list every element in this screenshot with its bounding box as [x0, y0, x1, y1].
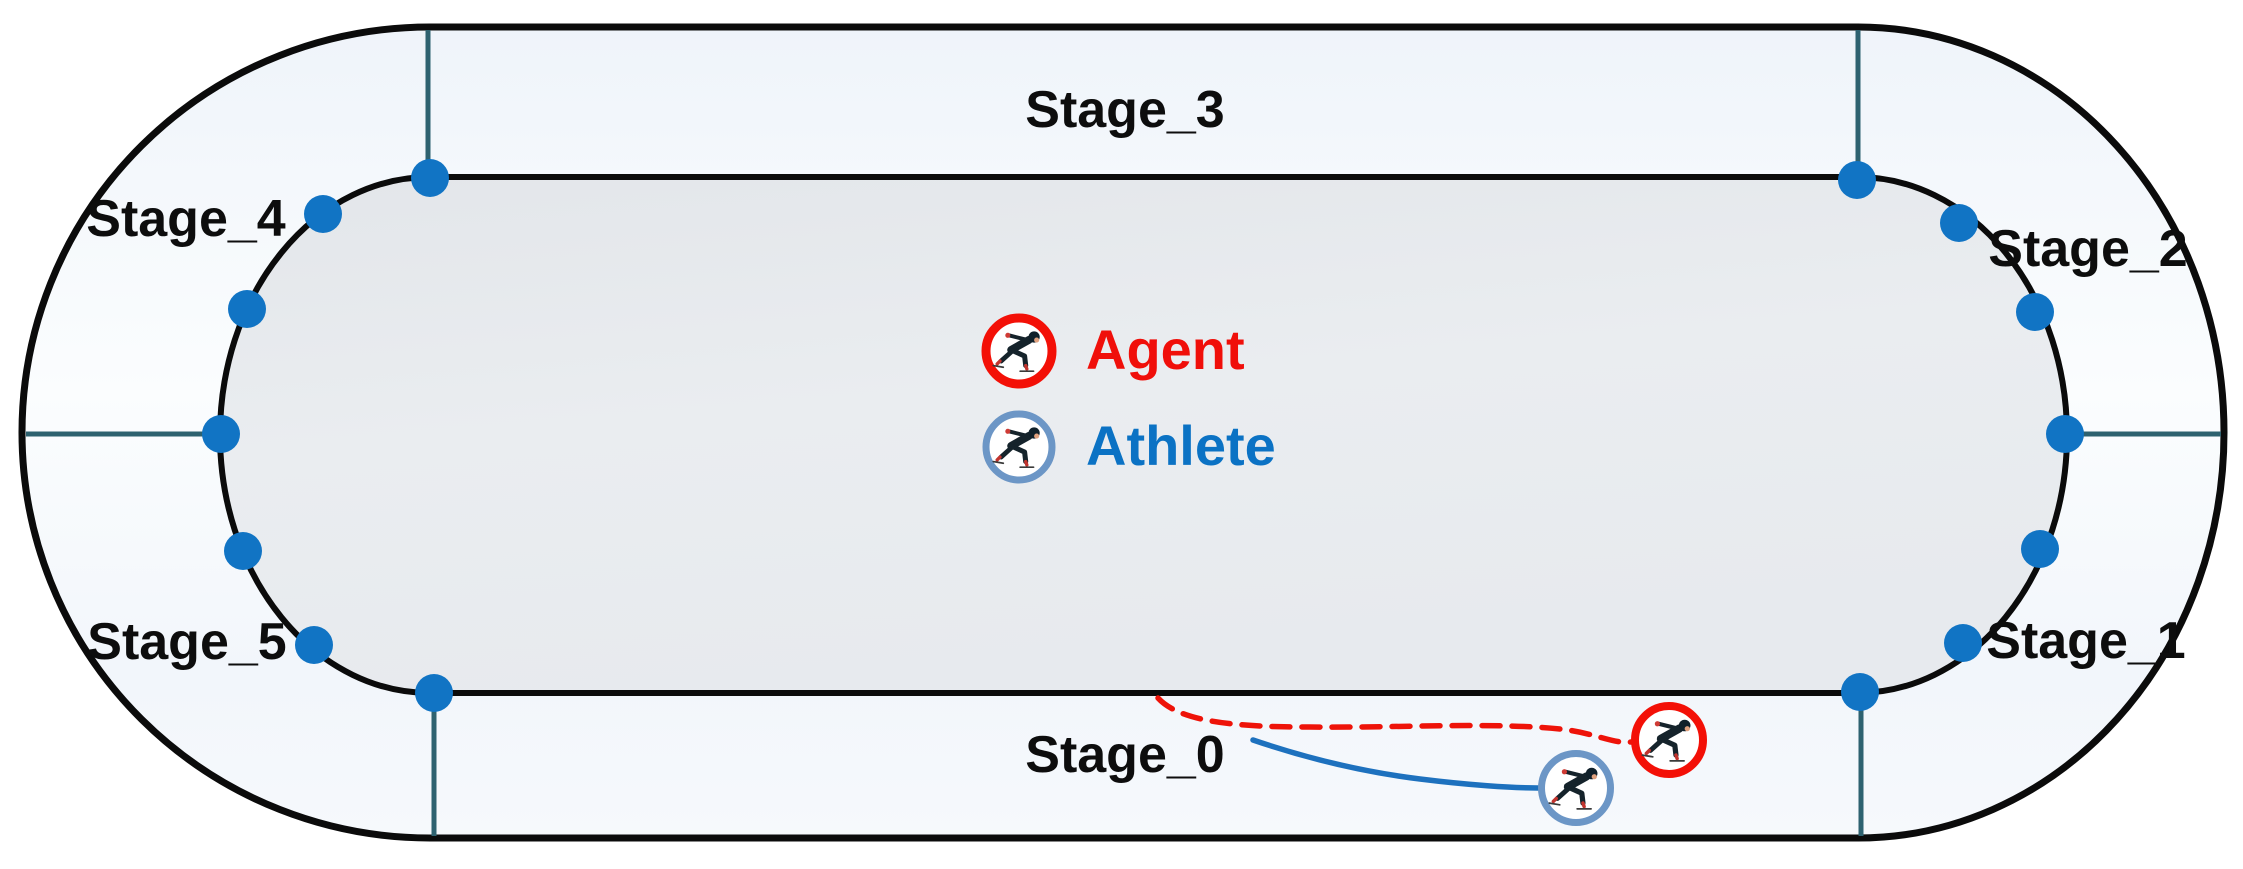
checkpoint-dot [411, 159, 449, 197]
checkpoint-dot [228, 290, 266, 328]
legend-agent-item: Agent [981, 313, 1245, 389]
stage-label-stage_5: Stage_5 [87, 613, 286, 671]
checkpoint-dot [2021, 530, 2059, 568]
legend-agent-label: Agent [1086, 318, 1245, 381]
trajectories [1155, 695, 1634, 791]
stage-label-stage_3: Stage_3 [1025, 81, 1224, 139]
stage-label-stage_2: Stage_2 [1988, 220, 2187, 278]
stage-divider-lines [26, 30, 2221, 836]
legend-athlete-item: Athlete [982, 410, 1276, 484]
athlete-trajectory [1250, 737, 1541, 791]
checkpoint-dot [415, 674, 453, 712]
legend: Agent Athlete [981, 313, 1276, 484]
checkpoint-dot [295, 626, 333, 664]
checkpoint-dot [1841, 673, 1879, 711]
checkpoint-dot [1940, 204, 1978, 242]
agent-trajectory [1155, 695, 1634, 745]
stage-labels: Stage_0 Stage_1 Stage_2 Stage_3Stage_4Stage… [86, 81, 2187, 784]
stage-checkpoint-dots [202, 159, 2084, 712]
checkpoint-dot [1944, 624, 1982, 662]
checkpoint-dot [2016, 293, 2054, 331]
checkpoint-dot [202, 415, 240, 453]
legend-athlete-label: Athlete [1086, 414, 1276, 477]
actor-markers [1538, 702, 1707, 826]
checkpoint-dot [2046, 415, 2084, 453]
stage-label-stage_4: Stage_4 [86, 190, 286, 248]
checkpoint-dot [224, 532, 262, 570]
stage-label-stage_0: Stage_0 [1025, 726, 1224, 784]
checkpoint-dot [1838, 161, 1876, 199]
checkpoint-dot [304, 195, 342, 233]
stage-label-stage_1: Stage_1 [1986, 612, 2185, 670]
athlete-marker [1538, 750, 1614, 826]
agent-marker [1631, 702, 1707, 778]
